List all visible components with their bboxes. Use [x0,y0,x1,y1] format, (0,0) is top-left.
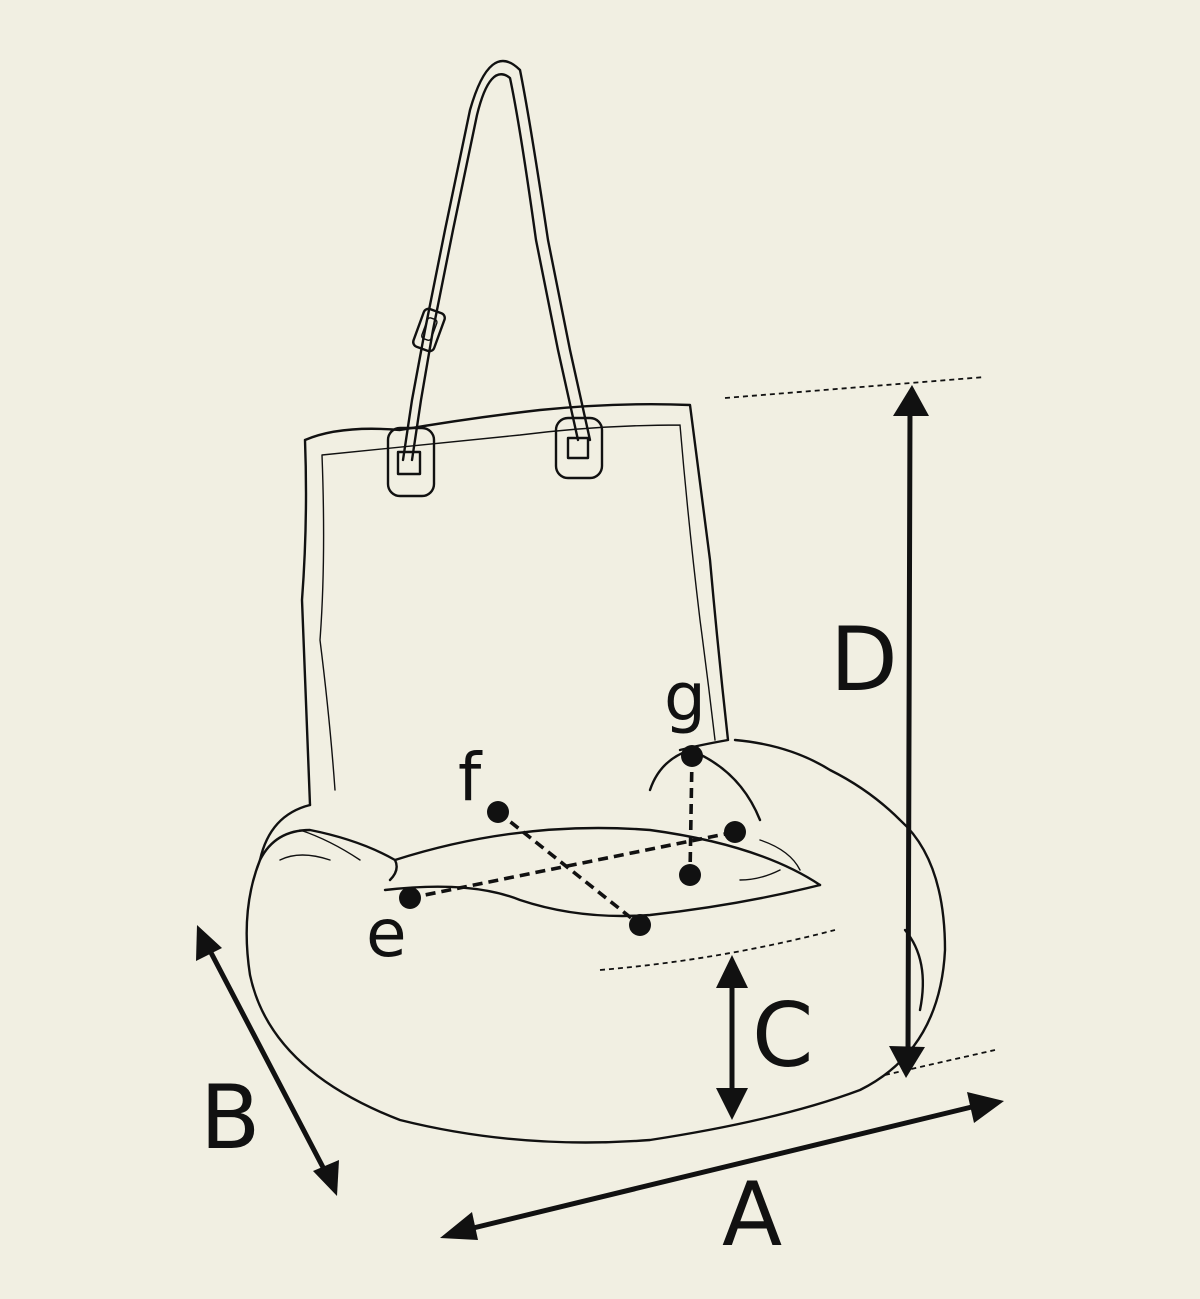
measure-line-f [496,810,642,927]
dimension-c-arrow [716,955,748,1120]
strap-loop-left [386,426,436,498]
cushion-bed [245,738,947,1144]
strap-loop-right [554,416,604,480]
measure-point-g-start [681,745,703,767]
measure-label-f: f [458,739,483,816]
dimension-a-label: A [722,1163,782,1266]
height-top-guide [724,376,986,399]
backrest-panel [300,402,730,807]
dimension-b-arrow [196,925,339,1196]
dimension-b-label: B [200,1066,260,1169]
measure-line-e [409,830,736,900]
dimension-d-label: D [830,608,898,711]
measure-point-e-end [724,821,746,843]
strap [401,59,592,462]
strap-buckle-icon [412,307,446,353]
dimension-d-arrow [889,385,929,1078]
measure-point-e-start [399,887,421,909]
measure-label-e: e [366,895,407,972]
dimension-a-arrow [440,1092,1004,1240]
dimension-c-label: C [752,984,813,1087]
backrest-inner-seam [319,424,716,791]
measure-label-g: g [664,659,706,736]
measure-point-f-start [487,801,509,823]
measure-point-f-end [629,914,651,936]
measure-line-g [688,755,694,876]
measure-point-g-end [679,864,701,886]
